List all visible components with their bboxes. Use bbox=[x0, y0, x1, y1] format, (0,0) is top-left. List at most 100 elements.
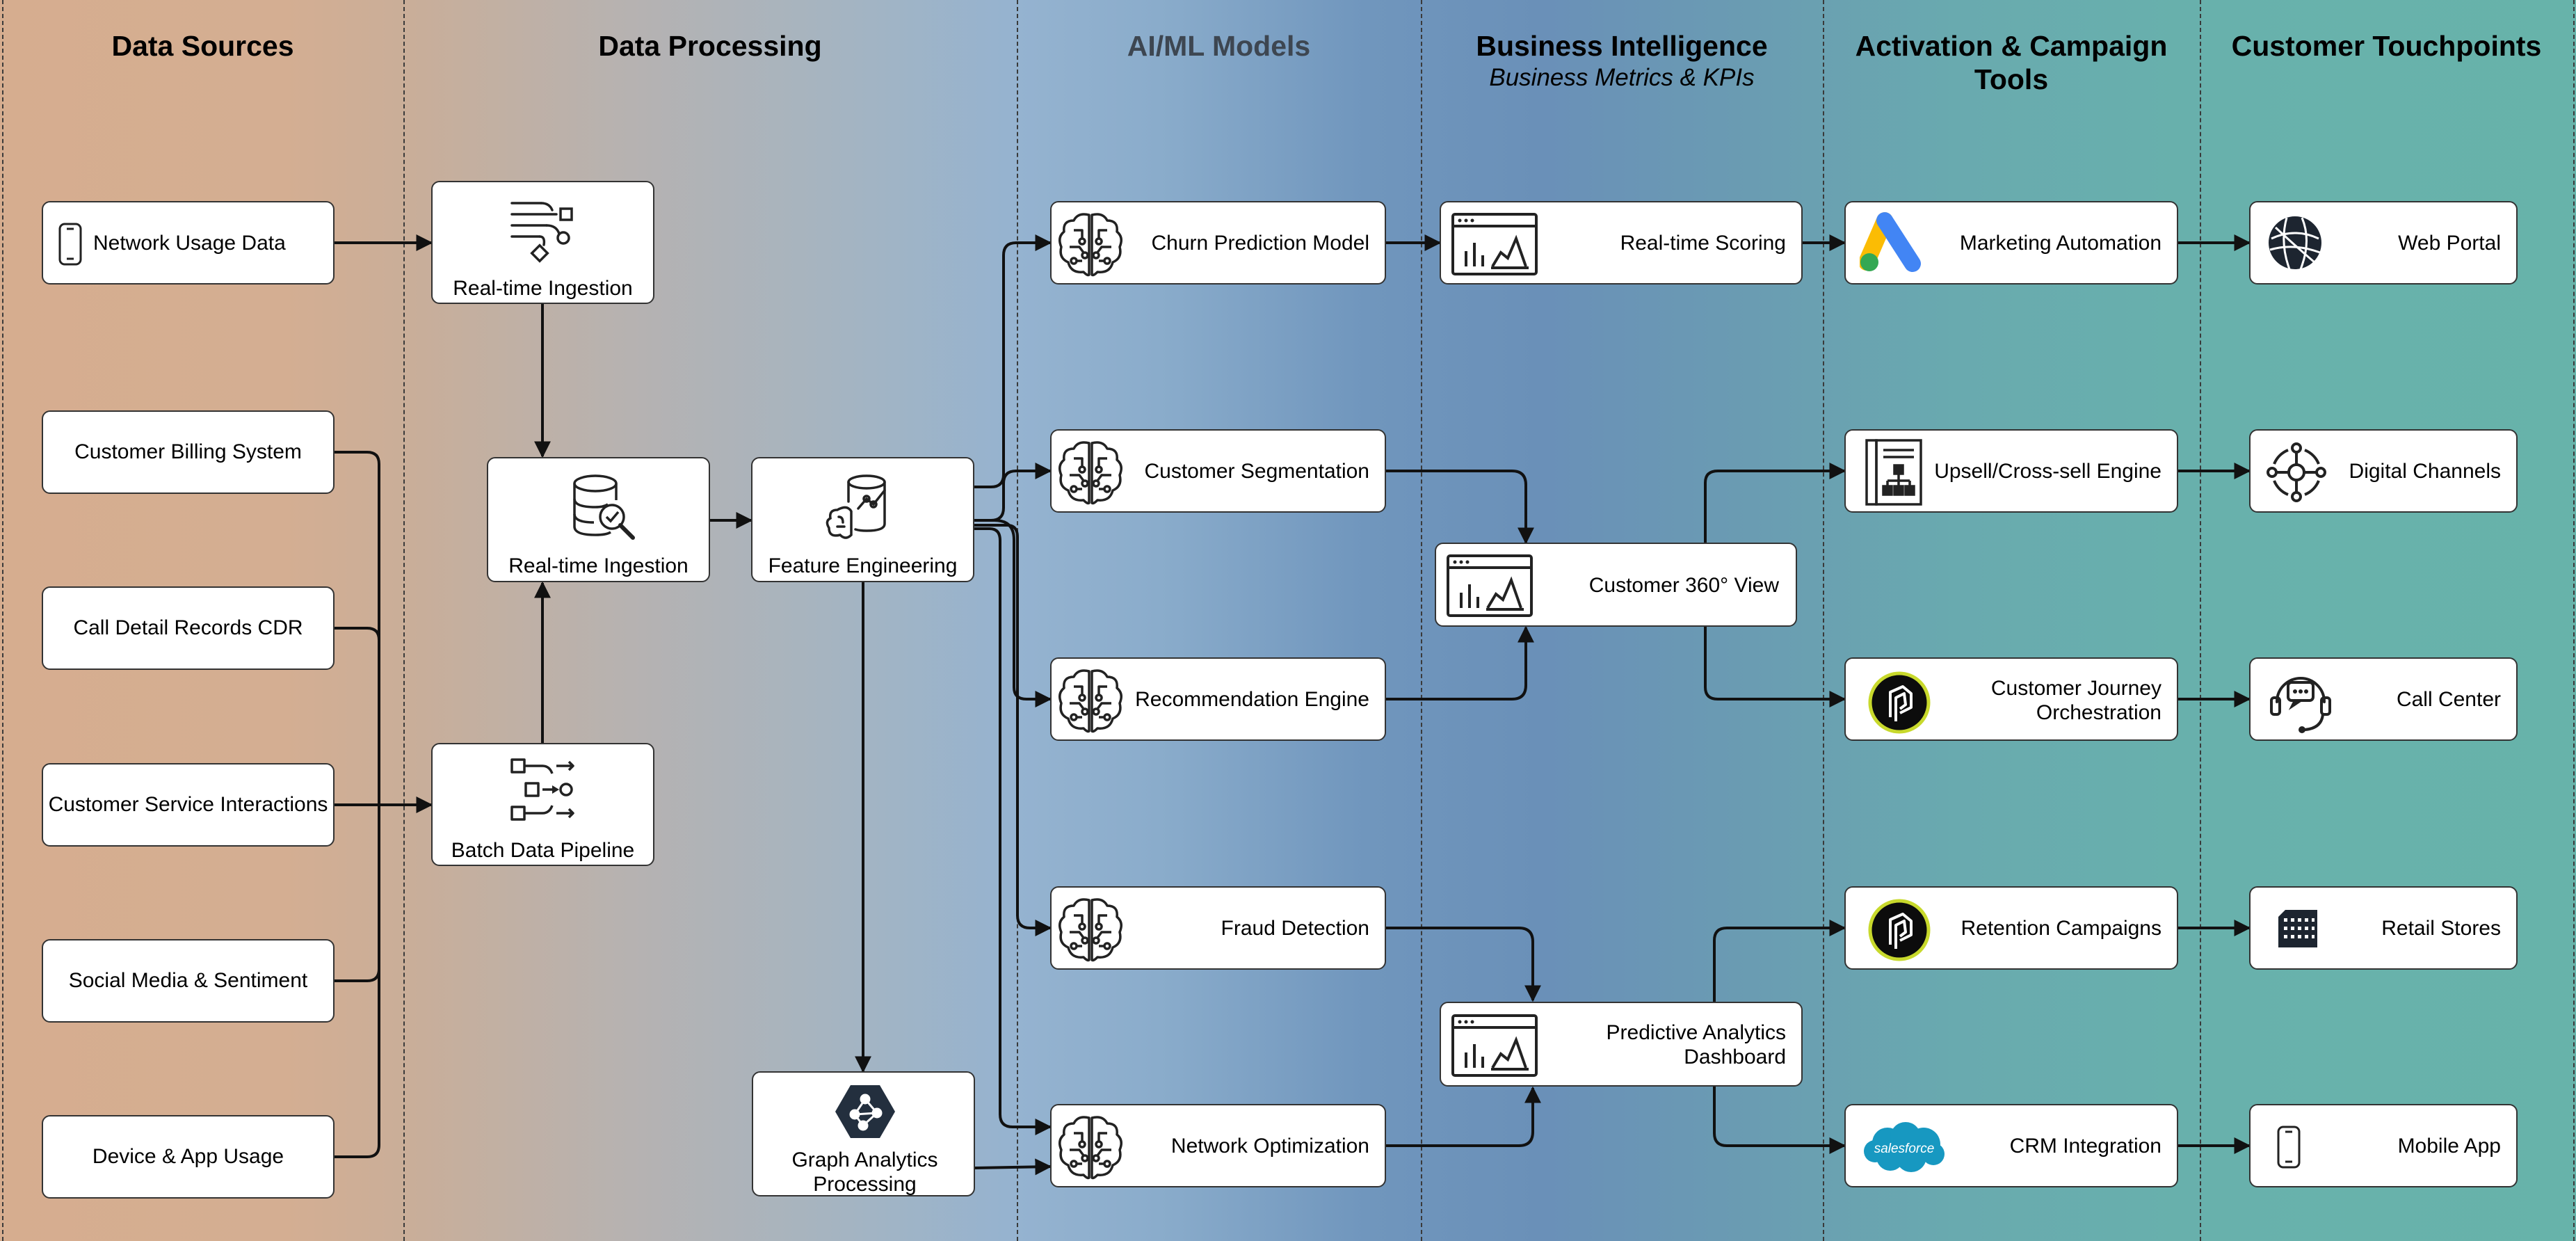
source-label: Device & App Usage bbox=[92, 1145, 284, 1168]
model-label: Network Optimization bbox=[1170, 1135, 1369, 1158]
processing-data-storage[interactable]: Real-time Ingestion bbox=[487, 457, 710, 582]
connector-recommendation-to-360 bbox=[1386, 625, 1534, 700]
activation-label: Retention Campaigns bbox=[1961, 917, 2162, 940]
touchpoint-label: Mobile App bbox=[2397, 1135, 2501, 1158]
model-label: Recommendation Engine bbox=[1135, 688, 1369, 711]
bi-label: Customer 360° View bbox=[1588, 574, 1779, 597]
salesforce-logo-text: salesforce bbox=[1874, 1142, 1935, 1156]
lane-title-data-sources: Data Sources bbox=[111, 30, 294, 62]
lane-divider bbox=[403, 0, 405, 1241]
dashboard-icon bbox=[1451, 213, 1538, 275]
model-label: Fraud Detection bbox=[1221, 917, 1369, 940]
bi-label: Predictive Analytics Dashboard bbox=[1606, 1021, 1786, 1068]
bi-predictive-analytics-dashboard[interactable]: Predictive Analytics Dashboard bbox=[1440, 1002, 1803, 1087]
connector-feature-to-fraud bbox=[974, 524, 1052, 936]
source-device-app-usage[interactable]: Device & App Usage bbox=[42, 1115, 335, 1199]
lane-title-ai-ml-models: AI/ML Models bbox=[1127, 30, 1311, 62]
activation-label: Customer Journey Orchestration bbox=[1990, 677, 2162, 724]
source-label: Call Detail Records CDR bbox=[73, 616, 303, 639]
model-customer-segmentation[interactable]: Customer Segmentation bbox=[1050, 429, 1386, 513]
brain-circuit-icon bbox=[1058, 213, 1122, 277]
lane-divider bbox=[2200, 0, 2201, 1241]
bi-customer-360-view[interactable]: Customer 360° View bbox=[1435, 543, 1797, 627]
data-flow-icon bbox=[510, 202, 573, 263]
lane-divider bbox=[2573, 0, 2575, 1241]
source-label: Network Usage Data bbox=[93, 232, 286, 255]
brain-circuit-icon bbox=[1058, 441, 1122, 505]
connector-cdr-to-batch bbox=[334, 627, 380, 805]
google-ads-icon bbox=[1860, 212, 1921, 272]
pipeline-icon bbox=[510, 758, 574, 821]
touchpoint-label: Call Center bbox=[2396, 688, 2501, 711]
connector-feature-to-churn bbox=[974, 234, 1052, 488]
model-network-optimization[interactable]: Network Optimization bbox=[1050, 1104, 1386, 1187]
source-customer-service-interactions[interactable]: Customer Service Interactions bbox=[42, 763, 335, 847]
model-churn-prediction[interactable]: Churn Prediction Model bbox=[1050, 201, 1386, 285]
connector-segmentation-to-360 bbox=[1386, 470, 1534, 545]
source-label: Social Media & Sentiment bbox=[68, 969, 308, 992]
brain-circuit-icon bbox=[1058, 898, 1122, 962]
source-customer-billing-system[interactable]: Customer Billing System bbox=[42, 410, 335, 494]
touchpoint-call-center[interactable]: Call Center bbox=[2249, 657, 2518, 741]
connector-device-to-batch bbox=[334, 805, 380, 1158]
connector-fraud-to-predictive bbox=[1386, 927, 1541, 1002]
lane-divider bbox=[1823, 0, 1824, 1241]
activation-label: Upsell/Cross-sell Engine bbox=[1934, 460, 2162, 483]
connector-graph-to-network-opt bbox=[974, 1158, 1052, 1176]
activation-customer-journey-orchestration[interactable]: Customer Journey Orchestration bbox=[1844, 657, 2178, 741]
source-network-usage-data[interactable]: Network Usage Data bbox=[42, 201, 335, 285]
pendo-logo-icon bbox=[1868, 671, 1931, 734]
model-label: Churn Prediction Model bbox=[1151, 232, 1370, 255]
connector-feature-to-recommendation bbox=[974, 519, 1052, 707]
connector-feature-to-network-opt bbox=[974, 527, 1052, 1135]
touchpoint-label: Digital Channels bbox=[2349, 460, 2501, 483]
lane-divider bbox=[1421, 0, 1422, 1241]
model-recommendation-engine[interactable]: Recommendation Engine bbox=[1050, 657, 1386, 741]
brain-circuit-icon bbox=[1058, 1116, 1122, 1180]
activation-retention-campaigns[interactable]: Retention Campaigns bbox=[1844, 886, 2178, 970]
activation-marketing-automation[interactable]: Marketing Automation bbox=[1844, 201, 2178, 285]
bi-realtime-scoring[interactable]: Real-time Scoring bbox=[1440, 201, 1803, 285]
model-fraud-detection[interactable]: Fraud Detection bbox=[1050, 886, 1386, 970]
touchpoint-label: Web Portal bbox=[2398, 232, 2501, 255]
lane-title-data-processing: Data Processing bbox=[598, 30, 822, 62]
smartphone-icon bbox=[58, 223, 82, 266]
processing-graph-analytics[interactable]: Graph Analytics Processing bbox=[752, 1071, 975, 1196]
touchpoint-web-portal[interactable]: Web Portal bbox=[2249, 201, 2518, 285]
activation-label: CRM Integration bbox=[2009, 1135, 2162, 1158]
lane-title-customer-touchpoints: Customer Touchpoints bbox=[2231, 30, 2542, 62]
model-label: Customer Segmentation bbox=[1144, 460, 1370, 483]
processing-label: Graph Analytics Processing bbox=[791, 1148, 938, 1196]
touchpoint-retail-stores[interactable]: Retail Stores bbox=[2249, 886, 2518, 970]
smartphone-icon bbox=[2277, 1126, 2301, 1169]
digital-channels-icon bbox=[2267, 442, 2326, 502]
connector-feature-to-segmentation bbox=[974, 463, 1052, 522]
connector-predictive-to-retention bbox=[1713, 920, 1846, 1004]
headset-chat-icon bbox=[2270, 677, 2331, 733]
touchpoint-mobile-app[interactable]: Mobile App bbox=[2249, 1104, 2518, 1187]
connector-360-to-upsell bbox=[1704, 463, 1846, 543]
pendo-logo-icon bbox=[1868, 899, 1931, 961]
processing-label: Real-time Ingestion bbox=[508, 554, 689, 577]
brain-circuit-icon bbox=[1058, 669, 1122, 733]
database-search-icon bbox=[573, 474, 635, 540]
processing-batch-data-pipeline[interactable]: Batch Data Pipeline bbox=[431, 743, 654, 866]
feature-engineering-icon bbox=[826, 474, 886, 539]
processing-label: Real-time Ingestion bbox=[453, 277, 633, 300]
processing-label: Feature Engineering bbox=[768, 554, 958, 577]
activation-upsell-cross-sell-engine[interactable]: Upsell/Cross-sell Engine bbox=[1844, 429, 2178, 513]
source-label: Customer Service Interactions bbox=[48, 793, 328, 816]
activation-crm-integration[interactable]: salesforce CRM Integration bbox=[1844, 1104, 2178, 1187]
touchpoint-label: Retail Stores bbox=[2381, 917, 2501, 940]
dashboard-icon bbox=[1451, 1014, 1538, 1077]
source-label: Customer Billing System bbox=[74, 440, 302, 463]
lane-divider bbox=[2, 0, 3, 1241]
touchpoint-digital-channels[interactable]: Digital Channels bbox=[2249, 429, 2518, 513]
processing-label: Batch Data Pipeline bbox=[451, 839, 635, 862]
lane-title-business-intelligence: Business Intelligence bbox=[1476, 30, 1768, 62]
source-call-detail-records[interactable]: Call Detail Records CDR bbox=[42, 586, 335, 670]
processing-realtime-ingestion[interactable]: Real-time Ingestion bbox=[431, 181, 654, 304]
bi-label: Real-time Scoring bbox=[1620, 232, 1786, 255]
source-social-media-sentiment[interactable]: Social Media & Sentiment bbox=[42, 939, 335, 1023]
processing-feature-engineering[interactable]: Feature Engineering bbox=[751, 457, 974, 582]
